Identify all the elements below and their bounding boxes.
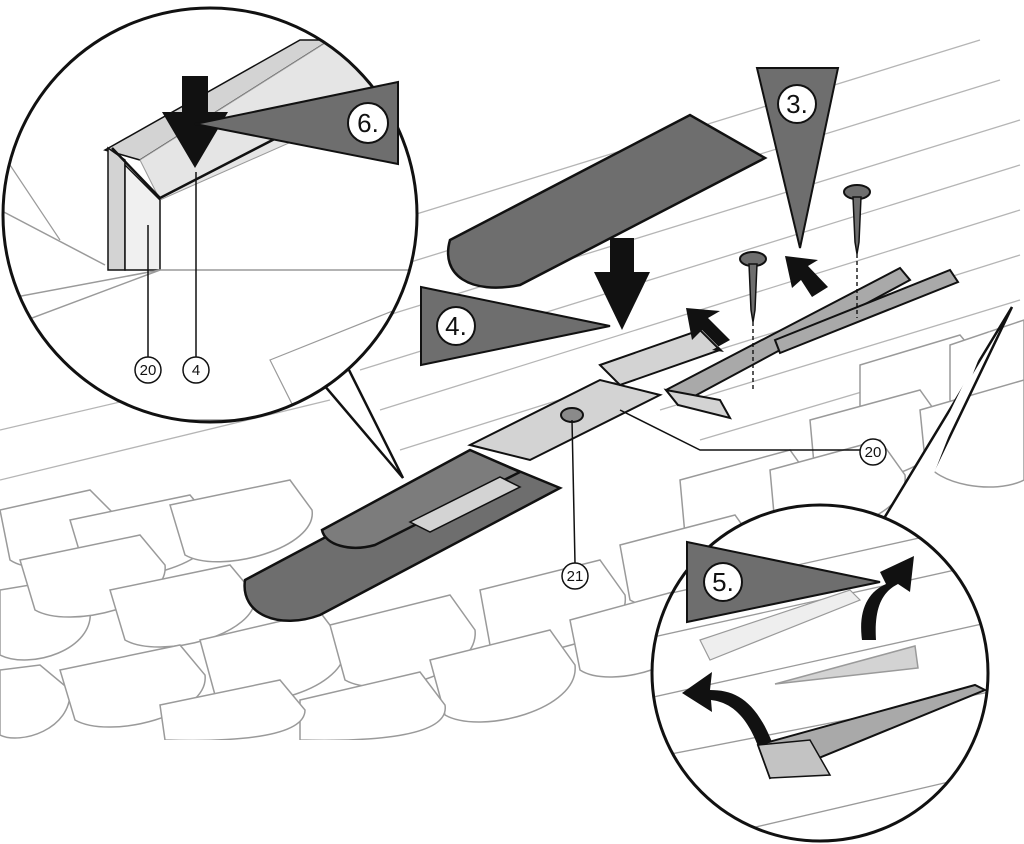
lower-plate-slot [408, 476, 522, 533]
detail-circle-left: 6. 20 4 [1, 6, 419, 479]
step-4-label: 4. [445, 311, 467, 341]
roof-tile [169, 479, 313, 563]
step-4-callout: 4. [420, 285, 611, 367]
bracket-assembly [663, 184, 960, 420]
rail-bracket-face [663, 388, 732, 420]
reference-4-detail: 4 [182, 172, 210, 384]
curved-arrow-icon [682, 672, 772, 746]
ref-20-main-label: 20 [865, 444, 882, 461]
nail-icon [739, 251, 767, 390]
ref-20-detail-label: 20 [140, 362, 157, 379]
upper-cover-plate [446, 113, 768, 289]
ref-4-detail-label: 4 [192, 362, 200, 379]
reference-20-detail: 20 [134, 225, 162, 384]
arrow-down-icon [162, 76, 228, 168]
step-5-label: 5. [712, 567, 734, 597]
step-3-label: 3. [786, 89, 808, 119]
screw-head [560, 407, 584, 423]
reference-21-main: 21 [561, 419, 589, 590]
roof-tile [429, 629, 576, 723]
step-3-callout: 3. [755, 67, 840, 249]
step-6-callout: 6. [194, 80, 399, 166]
roof-tile [0, 664, 71, 739]
arrow-up-right-icon [686, 308, 730, 352]
arrow-up-right-icon [785, 256, 828, 297]
reference-20-main: 20 [619, 409, 887, 466]
step-5-callout: 5. [686, 540, 881, 624]
rail-bracket-2 [773, 268, 960, 355]
bracket-part-light [774, 645, 919, 685]
step-6-label: 6. [357, 108, 379, 138]
curved-arrow-icon [861, 556, 914, 640]
arrow-down-icon [594, 238, 650, 330]
nail-icon [843, 184, 871, 318]
ref-21-main-label: 21 [567, 568, 584, 585]
detail-circle-right: 5. [650, 306, 1014, 843]
